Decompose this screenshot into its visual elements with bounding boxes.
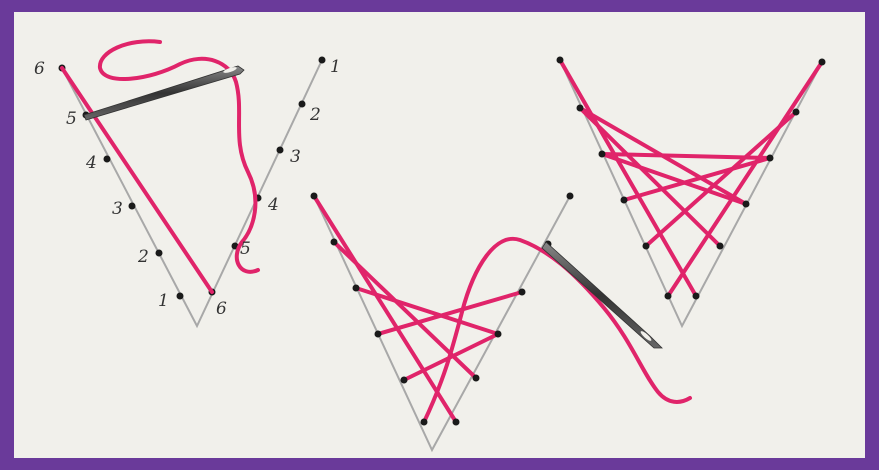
thread-stitch xyxy=(558,58,698,298)
hole-left-2 xyxy=(155,249,163,257)
hole-dot xyxy=(766,154,774,162)
thread-loose xyxy=(422,236,692,424)
needle-icon xyxy=(541,241,663,349)
hole-dot xyxy=(642,242,650,250)
label-left-6: 6 xyxy=(34,59,45,79)
guide-line xyxy=(313,195,571,453)
hole-dot xyxy=(742,200,750,208)
hole-dot xyxy=(494,330,502,338)
hole-dot xyxy=(692,292,700,300)
hole-dots xyxy=(310,192,574,426)
hole-dot xyxy=(374,330,382,338)
guide-line xyxy=(61,59,323,329)
thread-stitch xyxy=(622,156,772,202)
hole-dot xyxy=(598,150,606,158)
thread-stitch xyxy=(600,152,772,160)
hole-dots xyxy=(556,56,826,300)
hole-dot xyxy=(792,108,800,116)
hole-dot xyxy=(716,242,724,250)
label-right-3: 3 xyxy=(290,147,301,167)
thread-stitch xyxy=(644,110,798,248)
hole-left-4 xyxy=(103,155,111,163)
thread xyxy=(558,58,824,298)
number-labels: 6 5 4 3 2 1 1 2 3 4 5 6 xyxy=(34,57,341,319)
thread-stitch xyxy=(312,194,458,424)
hole-left-1 xyxy=(176,292,184,300)
hole-dot xyxy=(352,284,360,292)
diagram-2 xyxy=(310,192,692,453)
diagram-1: 6 5 4 3 2 1 1 2 3 4 5 6 xyxy=(34,39,341,329)
label-left-3: 3 xyxy=(112,199,123,219)
label-right-5: 5 xyxy=(240,239,251,259)
thread-stitch xyxy=(578,106,722,248)
thread-stitch xyxy=(60,66,214,294)
hole-dots xyxy=(58,56,326,300)
thread-stitch xyxy=(666,60,824,298)
hole-dot xyxy=(420,418,428,426)
hole-dot xyxy=(566,192,574,200)
thread-stitch xyxy=(376,290,524,336)
guide-line xyxy=(559,59,823,329)
needle-icon xyxy=(83,65,245,121)
thread xyxy=(60,39,260,294)
label-right-6: 6 xyxy=(216,299,227,319)
thread-stitch xyxy=(354,286,500,336)
hole-left-3 xyxy=(128,202,136,210)
label-left-1: 1 xyxy=(158,291,169,311)
thread-stitch xyxy=(600,152,748,206)
label-right-1: 1 xyxy=(330,57,341,77)
hole-dot xyxy=(818,58,826,66)
label-right-2: 2 xyxy=(309,105,321,125)
hole-dot xyxy=(664,292,672,300)
hole-dot xyxy=(620,196,628,204)
diagram-3 xyxy=(556,56,826,329)
label-left-5: 5 xyxy=(66,109,77,129)
label-right-4: 4 xyxy=(267,195,279,215)
hole-dot xyxy=(472,374,480,382)
hole-dot xyxy=(330,238,338,246)
hole-right-2 xyxy=(298,100,306,108)
thread xyxy=(312,194,692,424)
label-left-2: 2 xyxy=(137,247,149,267)
hole-dot xyxy=(518,288,526,296)
label-left-4: 4 xyxy=(85,153,97,173)
hole-dot xyxy=(576,104,584,112)
hole-dot xyxy=(310,192,318,200)
hole-dot xyxy=(400,376,408,384)
hole-right-1 xyxy=(318,56,326,64)
thread-loose xyxy=(97,39,260,274)
stitch-illustration: 6 5 4 3 2 1 1 2 3 4 5 6 xyxy=(34,39,826,453)
hole-dot xyxy=(452,418,460,426)
illustration-paper: 6 5 4 3 2 1 1 2 3 4 5 6 xyxy=(14,12,865,458)
hole-dot xyxy=(556,56,564,64)
hole-right-3 xyxy=(276,146,284,154)
